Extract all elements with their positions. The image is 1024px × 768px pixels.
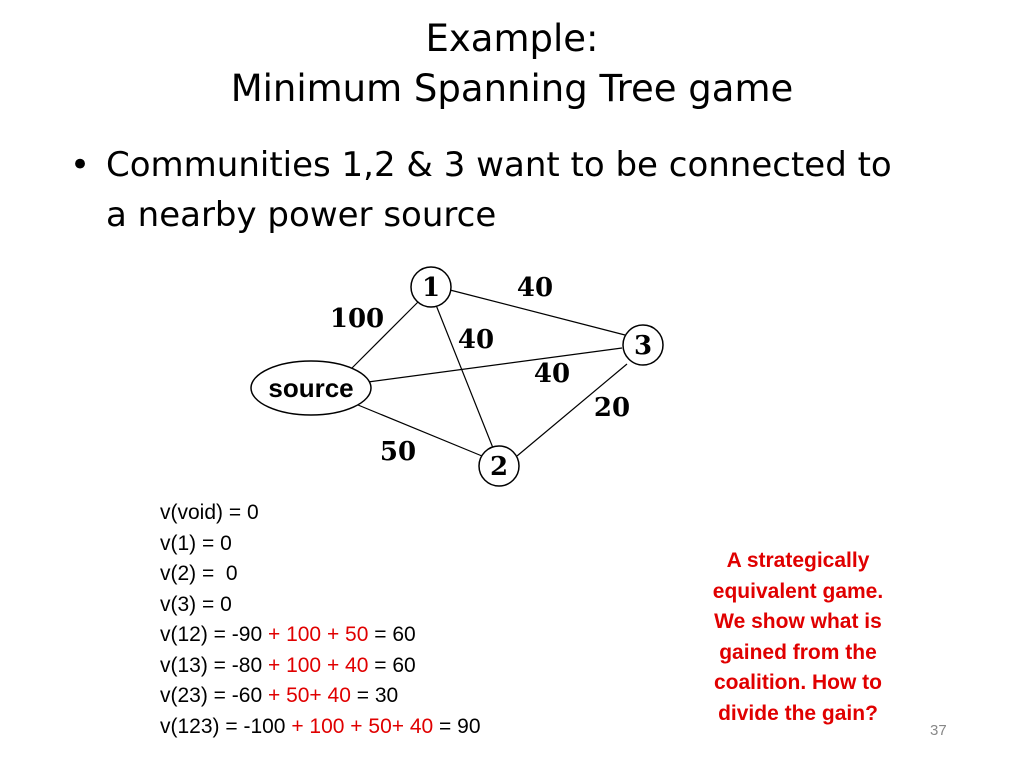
page-number: 37 xyxy=(930,722,947,739)
source-label: source xyxy=(268,373,353,403)
edge-source-3 xyxy=(367,347,623,383)
edge-source-1 xyxy=(349,299,421,371)
bullet-dot: • xyxy=(70,145,91,185)
value-prefix: v(1) = 0 xyxy=(160,531,232,555)
slide-title: Example: Minimum Spanning Tree game xyxy=(0,14,1024,114)
value-prefix: v(3) = 0 xyxy=(160,592,232,616)
source-node: source xyxy=(250,360,372,416)
value-red: + 100 + 40 xyxy=(267,653,369,677)
value-red: + 100 + 50+ 40 xyxy=(291,714,434,738)
value-prefix: v(void) = 0 xyxy=(160,501,259,524)
note-line: equivalent game. xyxy=(712,579,884,603)
node-1-label: 1 xyxy=(422,273,440,303)
value-line: v(23) = -60 + 50+ 40 = 30 xyxy=(160,681,481,712)
weight-source-1: 100 xyxy=(330,304,384,334)
node-3-label: 3 xyxy=(634,331,652,361)
value-suffix: = 90 xyxy=(433,714,481,738)
note-line: divide the gain? xyxy=(718,701,878,725)
value-suffix: = 60 xyxy=(368,653,416,677)
value-suffix: = 30 xyxy=(350,684,399,707)
weight-1-3: 40 xyxy=(517,273,553,303)
value-line: v(13) = -80 + 100 + 40 = 60 xyxy=(160,651,481,682)
value-prefix: v(13) = -80 xyxy=(160,653,268,677)
edge-1-3 xyxy=(449,289,626,336)
value-suffix: = 60 xyxy=(368,623,416,646)
weight-source-3: 40 xyxy=(534,359,570,389)
value-red: + 100 + 50 xyxy=(267,623,369,646)
title-line-2: Minimum Spanning Tree game xyxy=(230,67,794,110)
title-line-1: Example: xyxy=(425,17,599,60)
bullet-text: Communities 1,2 & 3 want to be connected… xyxy=(106,140,986,240)
coalition-values: v(void) = 0 v(1) = 0 v(2) = 0 v(3) = 0 v… xyxy=(160,498,481,742)
bullet-line-2: a nearby power source xyxy=(106,195,497,235)
value-line: v(123) = -100 + 100 + 50+ 40 = 90 xyxy=(160,712,481,743)
node-3: 3 xyxy=(622,324,664,366)
edge-1-2 xyxy=(435,304,494,449)
edge-source-2 xyxy=(357,404,483,457)
weight-1-2: 40 xyxy=(458,325,494,355)
value-prefix: v(123) = -100 xyxy=(160,714,292,738)
value-prefix: v(23) = -60 xyxy=(160,684,268,707)
note-line: We show what is xyxy=(714,610,882,633)
note-line: gained from the xyxy=(719,640,877,664)
value-red: + 50+ 40 xyxy=(267,684,351,707)
note-line: coalition. How to xyxy=(714,671,882,694)
node-2: 2 xyxy=(478,445,520,487)
node-1: 1 xyxy=(410,266,452,308)
edge-2-3 xyxy=(516,363,628,457)
value-line: v(void) = 0 xyxy=(160,498,481,529)
value-line: v(3) = 0 xyxy=(160,590,481,621)
value-line: v(1) = 0 xyxy=(160,529,481,560)
note-line: A strategically xyxy=(726,549,870,572)
value-prefix: v(2) = 0 xyxy=(160,562,238,585)
node-2-label: 2 xyxy=(490,452,508,482)
weight-2-3: 20 xyxy=(594,393,630,423)
value-prefix: v(12) = -90 xyxy=(160,623,268,646)
value-line: v(2) = 0 xyxy=(160,559,481,590)
value-line: v(12) = -90 + 100 + 50 = 60 xyxy=(160,620,481,651)
bullet-line-1: Communities 1,2 & 3 want to be connected… xyxy=(106,145,892,185)
strategic-note: A strategically equivalent game. We show… xyxy=(678,546,918,729)
weight-source-2: 50 xyxy=(380,437,416,467)
